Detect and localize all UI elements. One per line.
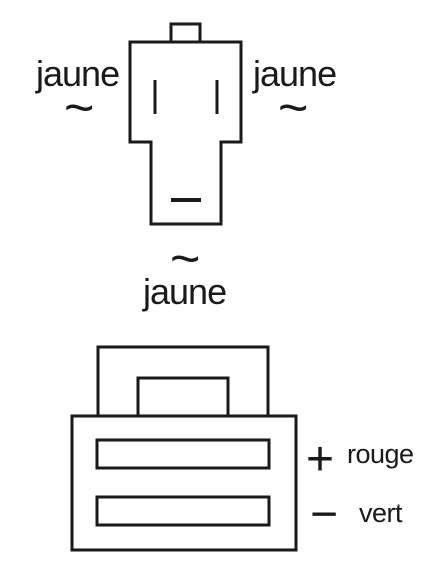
dc-connector-body: [70, 414, 298, 552]
label-right-jaune: jaune: [252, 53, 336, 94]
label-rouge: rouge: [347, 439, 414, 469]
dc-connector: [70, 345, 298, 552]
symbol-left-tilde: ~: [64, 79, 94, 137]
label-left-jaune: jaune: [35, 53, 119, 94]
symbol-right-tilde: ~: [278, 79, 308, 137]
label-bottom-jaune: jaune: [142, 271, 226, 312]
ac-connector-body: [128, 40, 243, 226]
ac-connector-tab: [169, 22, 202, 44]
dc-terminal-negative: [95, 495, 271, 527]
label-vert: vert: [359, 498, 403, 528]
sign-minus: −: [310, 488, 338, 541]
sign-plus: +: [306, 433, 334, 486]
symbol-bottom-tilde: ~: [170, 230, 200, 288]
dc-connector-latch: [136, 376, 230, 416]
dc-connector-shroud: [96, 345, 270, 416]
ac-connector: [128, 22, 243, 226]
dc-terminal-positive: [95, 438, 271, 470]
